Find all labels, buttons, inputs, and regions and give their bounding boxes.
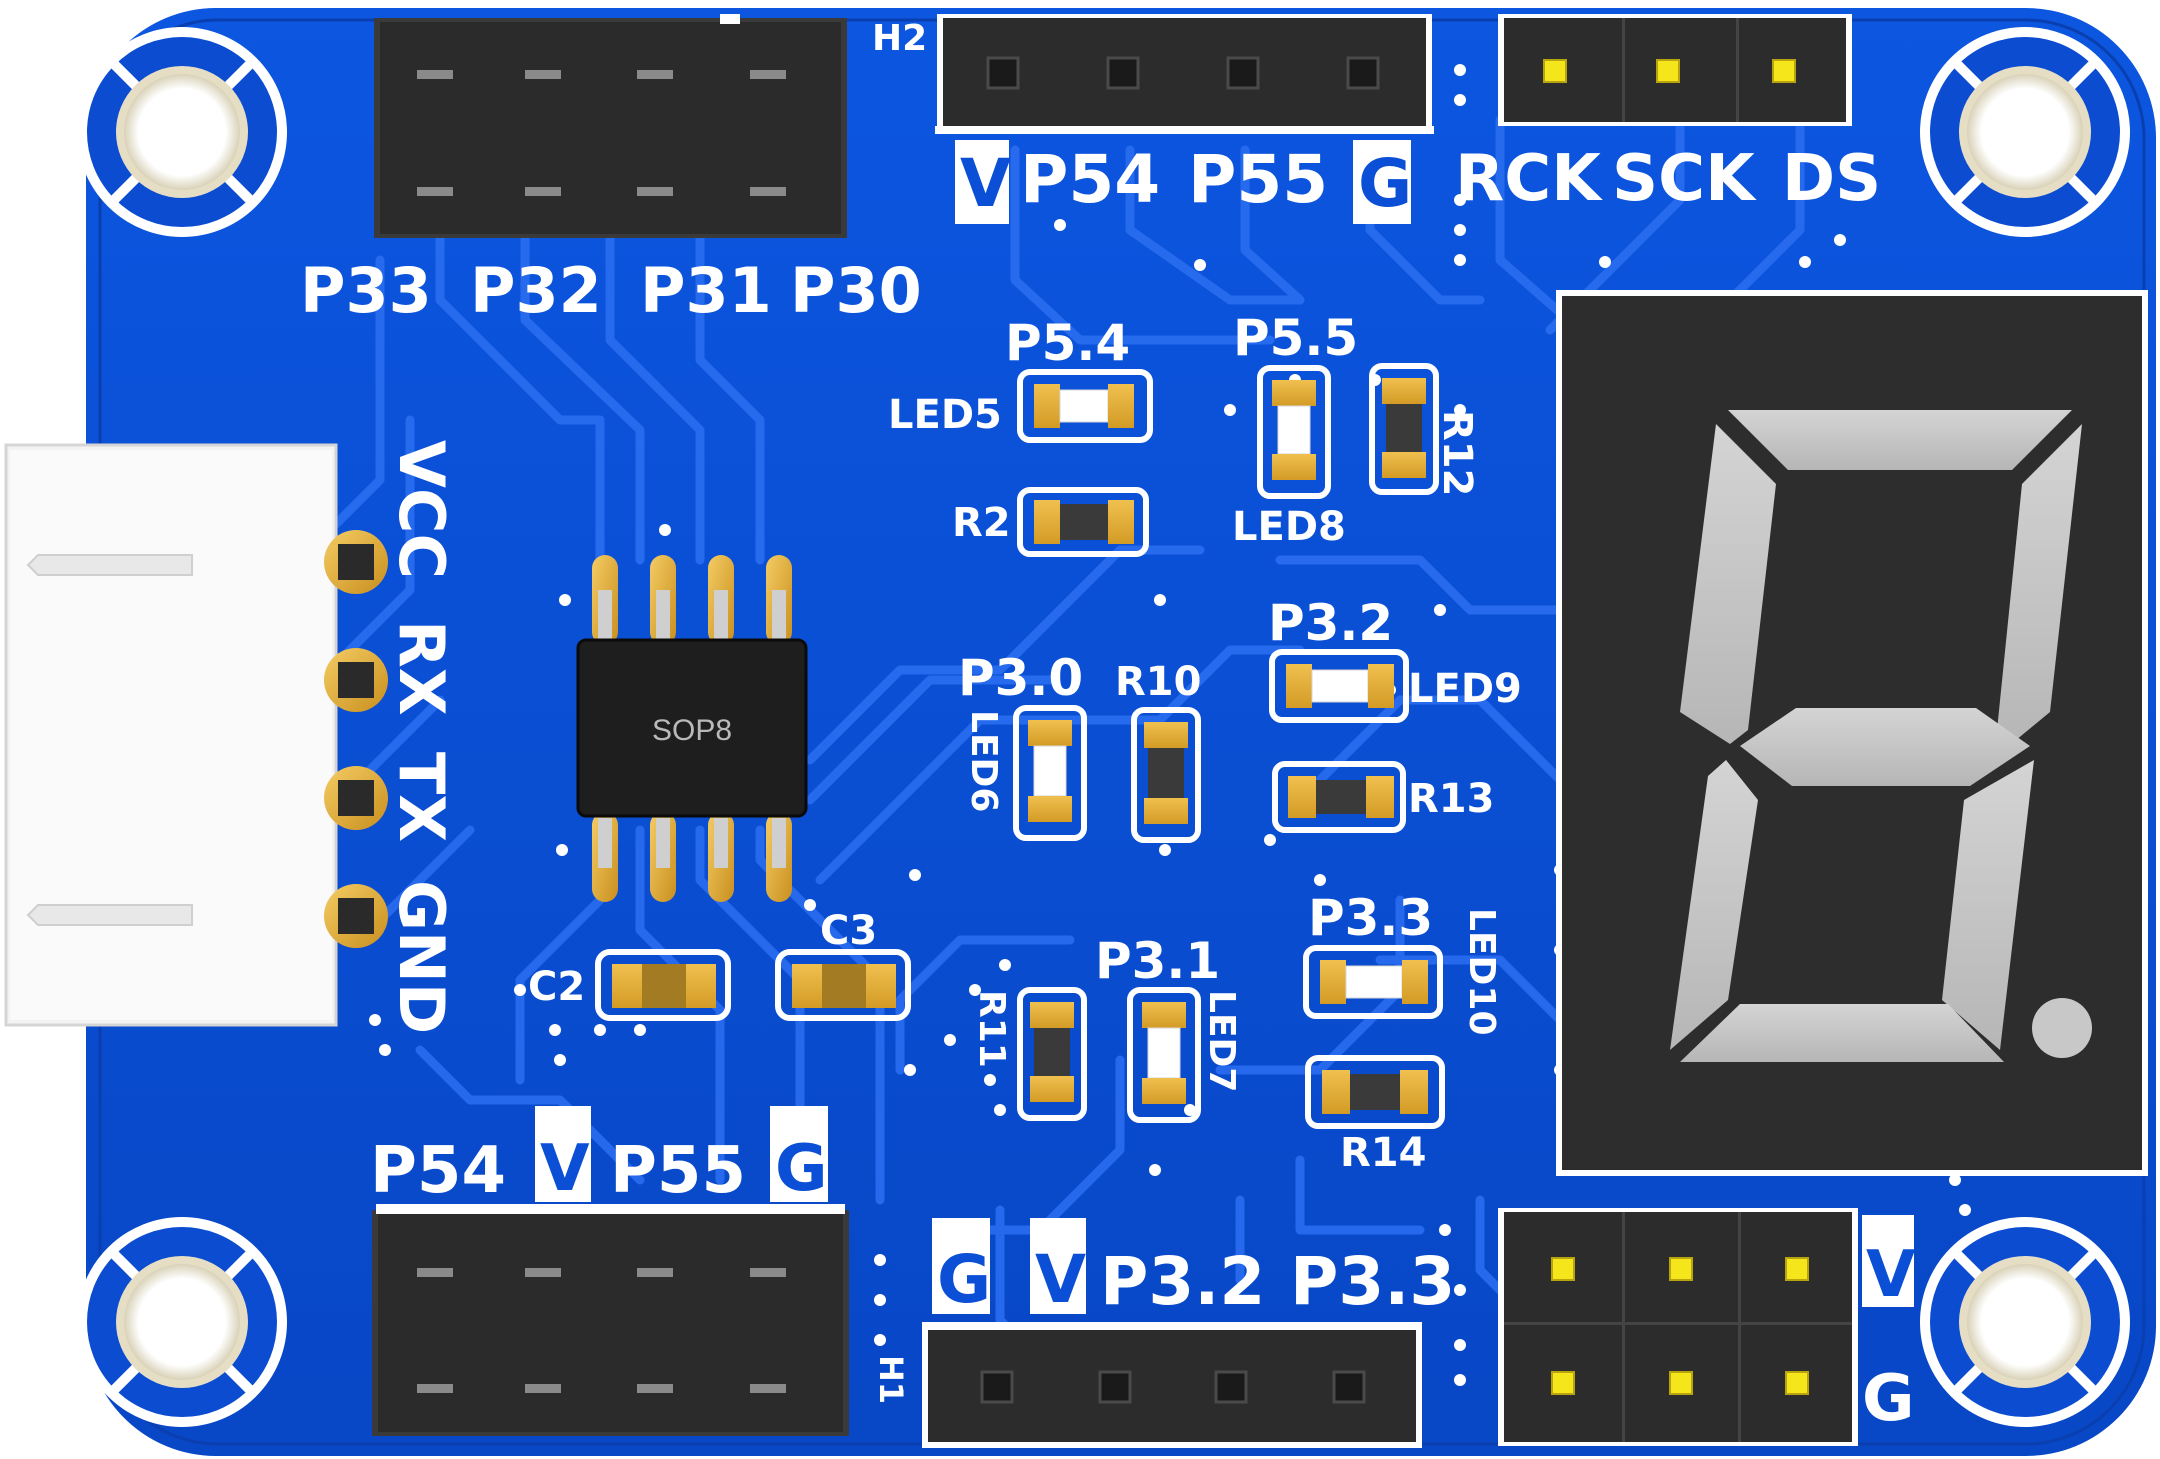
h2-pin-labels: V P54 P55 G (955, 140, 1412, 224)
led10 (1303, 945, 1443, 1019)
cap-c3-label: C3 (820, 908, 877, 954)
h2-pin-g: G (1358, 145, 1412, 222)
r2-label: R2 (952, 500, 1011, 546)
h1-pin-p33: P3.3 (1290, 1243, 1455, 1320)
segment-g (1740, 708, 2030, 786)
copper-traces (235, 115, 1805, 1385)
led6-label: LED6 (963, 710, 1004, 812)
bl-pin-v: V (540, 1132, 590, 1206)
pin-label-p32: P32 (470, 254, 602, 327)
segment-b (1996, 424, 2082, 750)
bl-pin-p55: P55 (610, 1134, 746, 1208)
pin-label-p30: P30 (790, 254, 922, 327)
led10-net-label: P3.3 (1308, 889, 1433, 947)
h1-pin-v: V (1035, 1241, 1086, 1318)
cap-c2 (595, 949, 731, 1021)
spi-pin-labels: RCK SCK DS (1455, 142, 1881, 216)
bl-pin-g: G (775, 1132, 828, 1206)
led6-net-label: P3.0 (958, 649, 1083, 707)
seven-segment-display (1556, 290, 2148, 1176)
header-h2 (935, 14, 1434, 134)
pin-label-p33: P33 (300, 254, 432, 327)
led9-label: LED9 (1408, 666, 1522, 712)
connector-pin-labels: VCC RX TX GND (385, 440, 458, 1034)
r14 (1305, 1055, 1445, 1129)
connector-pin-rx: RX (385, 620, 458, 716)
pin-label-p31: P31 (640, 254, 772, 327)
led10-label: LED10 (1461, 908, 1502, 1036)
led5-label: LED5 (888, 392, 1002, 438)
r12-label: R12 (1434, 410, 1480, 496)
spi-pin-ds: DS (1782, 142, 1881, 216)
r10-label: R10 (1115, 659, 1201, 705)
h2-pin-p55: P55 (1188, 141, 1328, 218)
led8-net-label: P5.5 (1233, 309, 1358, 367)
mounting-holes (77, 27, 2130, 1427)
segment-c (1942, 760, 2034, 1050)
led5-net-label: P5.4 (1005, 314, 1130, 372)
header-power (1498, 1208, 1858, 1446)
led5 (1017, 369, 1153, 443)
r13-label: R13 (1408, 776, 1494, 822)
r11 (1017, 987, 1087, 1121)
connector-pin-gnd: GND (385, 880, 458, 1034)
header-p3x (374, 14, 847, 238)
side-connector (4, 443, 388, 1027)
header-p3x-labels: P33 P32 P31 P30 (300, 254, 922, 327)
r11-label: R11 (971, 990, 1012, 1068)
bl-pin-p54: P54 (370, 1134, 506, 1208)
r2 (1017, 487, 1149, 557)
header-spi (1498, 14, 1852, 126)
decimal-point (2032, 998, 2092, 1058)
led9 (1269, 649, 1409, 723)
led8 (1257, 365, 1331, 499)
header-bottom-left (372, 1204, 849, 1436)
r12 (1369, 363, 1439, 495)
power-pin-v: V (1866, 1238, 1916, 1312)
segment-a (1728, 410, 2072, 470)
led9-net-label: P3.2 (1268, 594, 1393, 652)
led7-label: LED7 (1201, 990, 1242, 1092)
r10 (1131, 707, 1201, 843)
power-pin-g: G (1862, 1362, 1915, 1436)
h1-pin-g: G (937, 1241, 991, 1318)
segment-e (1670, 760, 1758, 1050)
mounting-hole-tl (77, 27, 287, 237)
mounting-hole-bl (77, 1217, 287, 1427)
led6 (1013, 705, 1087, 841)
mounting-hole-tr (1920, 27, 2130, 237)
spi-pin-rck: RCK (1455, 142, 1603, 216)
h1-pin-p32: P3.2 (1100, 1243, 1265, 1320)
spi-pin-sck: SCK (1612, 142, 1757, 216)
h2-designator: H2 (872, 18, 927, 59)
cap-c2-label: C2 (528, 964, 585, 1010)
header-h1 (922, 1322, 1422, 1448)
h1-pin-labels: G V P3.2 P3.3 (932, 1218, 1455, 1320)
power-pin-labels: V G (1862, 1215, 1916, 1436)
led7 (1127, 987, 1201, 1123)
mounting-hole-br (1920, 1217, 2130, 1427)
segment-f (1680, 424, 1776, 744)
h2-pin-v: V (960, 145, 1011, 222)
chip-label: SOP8 (652, 714, 732, 747)
sop8-chip: SOP8 (576, 555, 808, 902)
bottom-left-pin-labels: P54 V P55 G (370, 1106, 828, 1208)
connector-pin-tx: TX (385, 752, 458, 842)
cap-c3 (775, 949, 911, 1021)
led8-label: LED8 (1232, 504, 1346, 550)
connector-pin-vcc: VCC (385, 440, 458, 579)
segment-d (1680, 1004, 2004, 1062)
r14-label: R14 (1340, 1130, 1426, 1176)
led7-net-label: P3.1 (1095, 932, 1220, 990)
r13 (1272, 761, 1406, 833)
h2-pin-p54: P54 (1020, 141, 1160, 218)
h1-designator: H1 (872, 1355, 910, 1404)
